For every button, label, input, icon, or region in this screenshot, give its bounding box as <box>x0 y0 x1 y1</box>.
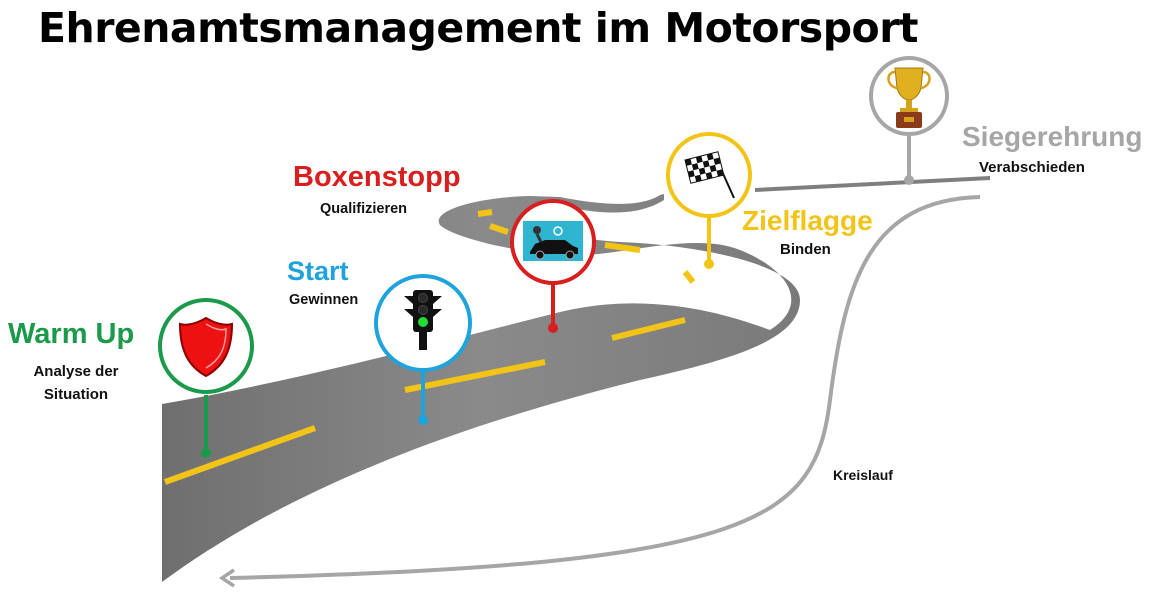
stage-subtitle-boxenstopp: Qualifizieren <box>320 201 408 217</box>
stage-name-zielflagge: Zielflagge <box>742 205 873 236</box>
stage-name-start: Start <box>287 256 349 286</box>
pin-start <box>374 274 472 425</box>
page-title: Ehrenamtsmanagement im Motorsport <box>38 4 919 52</box>
pin-boxenstopp <box>510 199 596 333</box>
stage-name-boxenstopp: Boxenstopp <box>293 161 461 193</box>
stage-subtitle-warm-up-line1: Analyse der <box>33 363 119 380</box>
stage-subtitle-warm-up-line2: Situation <box>43 386 109 403</box>
trophy-icon <box>887 67 931 128</box>
cycle-arrow <box>229 195 981 580</box>
road-far-end <box>755 176 990 192</box>
cycle-arrowhead <box>218 568 235 588</box>
pit-stop-car-icon <box>523 221 583 261</box>
traffic-light-icon <box>404 290 442 350</box>
stage-name-warm-up: Warm Up <box>8 318 135 350</box>
stage-name-siegerehrung: Siegerehrung <box>962 121 1143 152</box>
pin-siegerehrung <box>869 56 949 185</box>
checkered-flag-icon <box>684 151 735 199</box>
cycle-label: Kreislauf <box>833 467 893 483</box>
stage-subtitle-siegerehrung: Verabschieden <box>979 159 1085 176</box>
stage-subtitle-start: Gewinnen <box>289 292 359 308</box>
pin-zielflagge <box>666 132 752 269</box>
pin-warm-up <box>158 298 254 458</box>
road <box>162 194 800 582</box>
stage-subtitle-zielflagge: Binden <box>780 241 831 258</box>
shield-icon <box>178 316 234 378</box>
stage-subtitle-warm-up: Analyse der Situation <box>20 360 132 406</box>
